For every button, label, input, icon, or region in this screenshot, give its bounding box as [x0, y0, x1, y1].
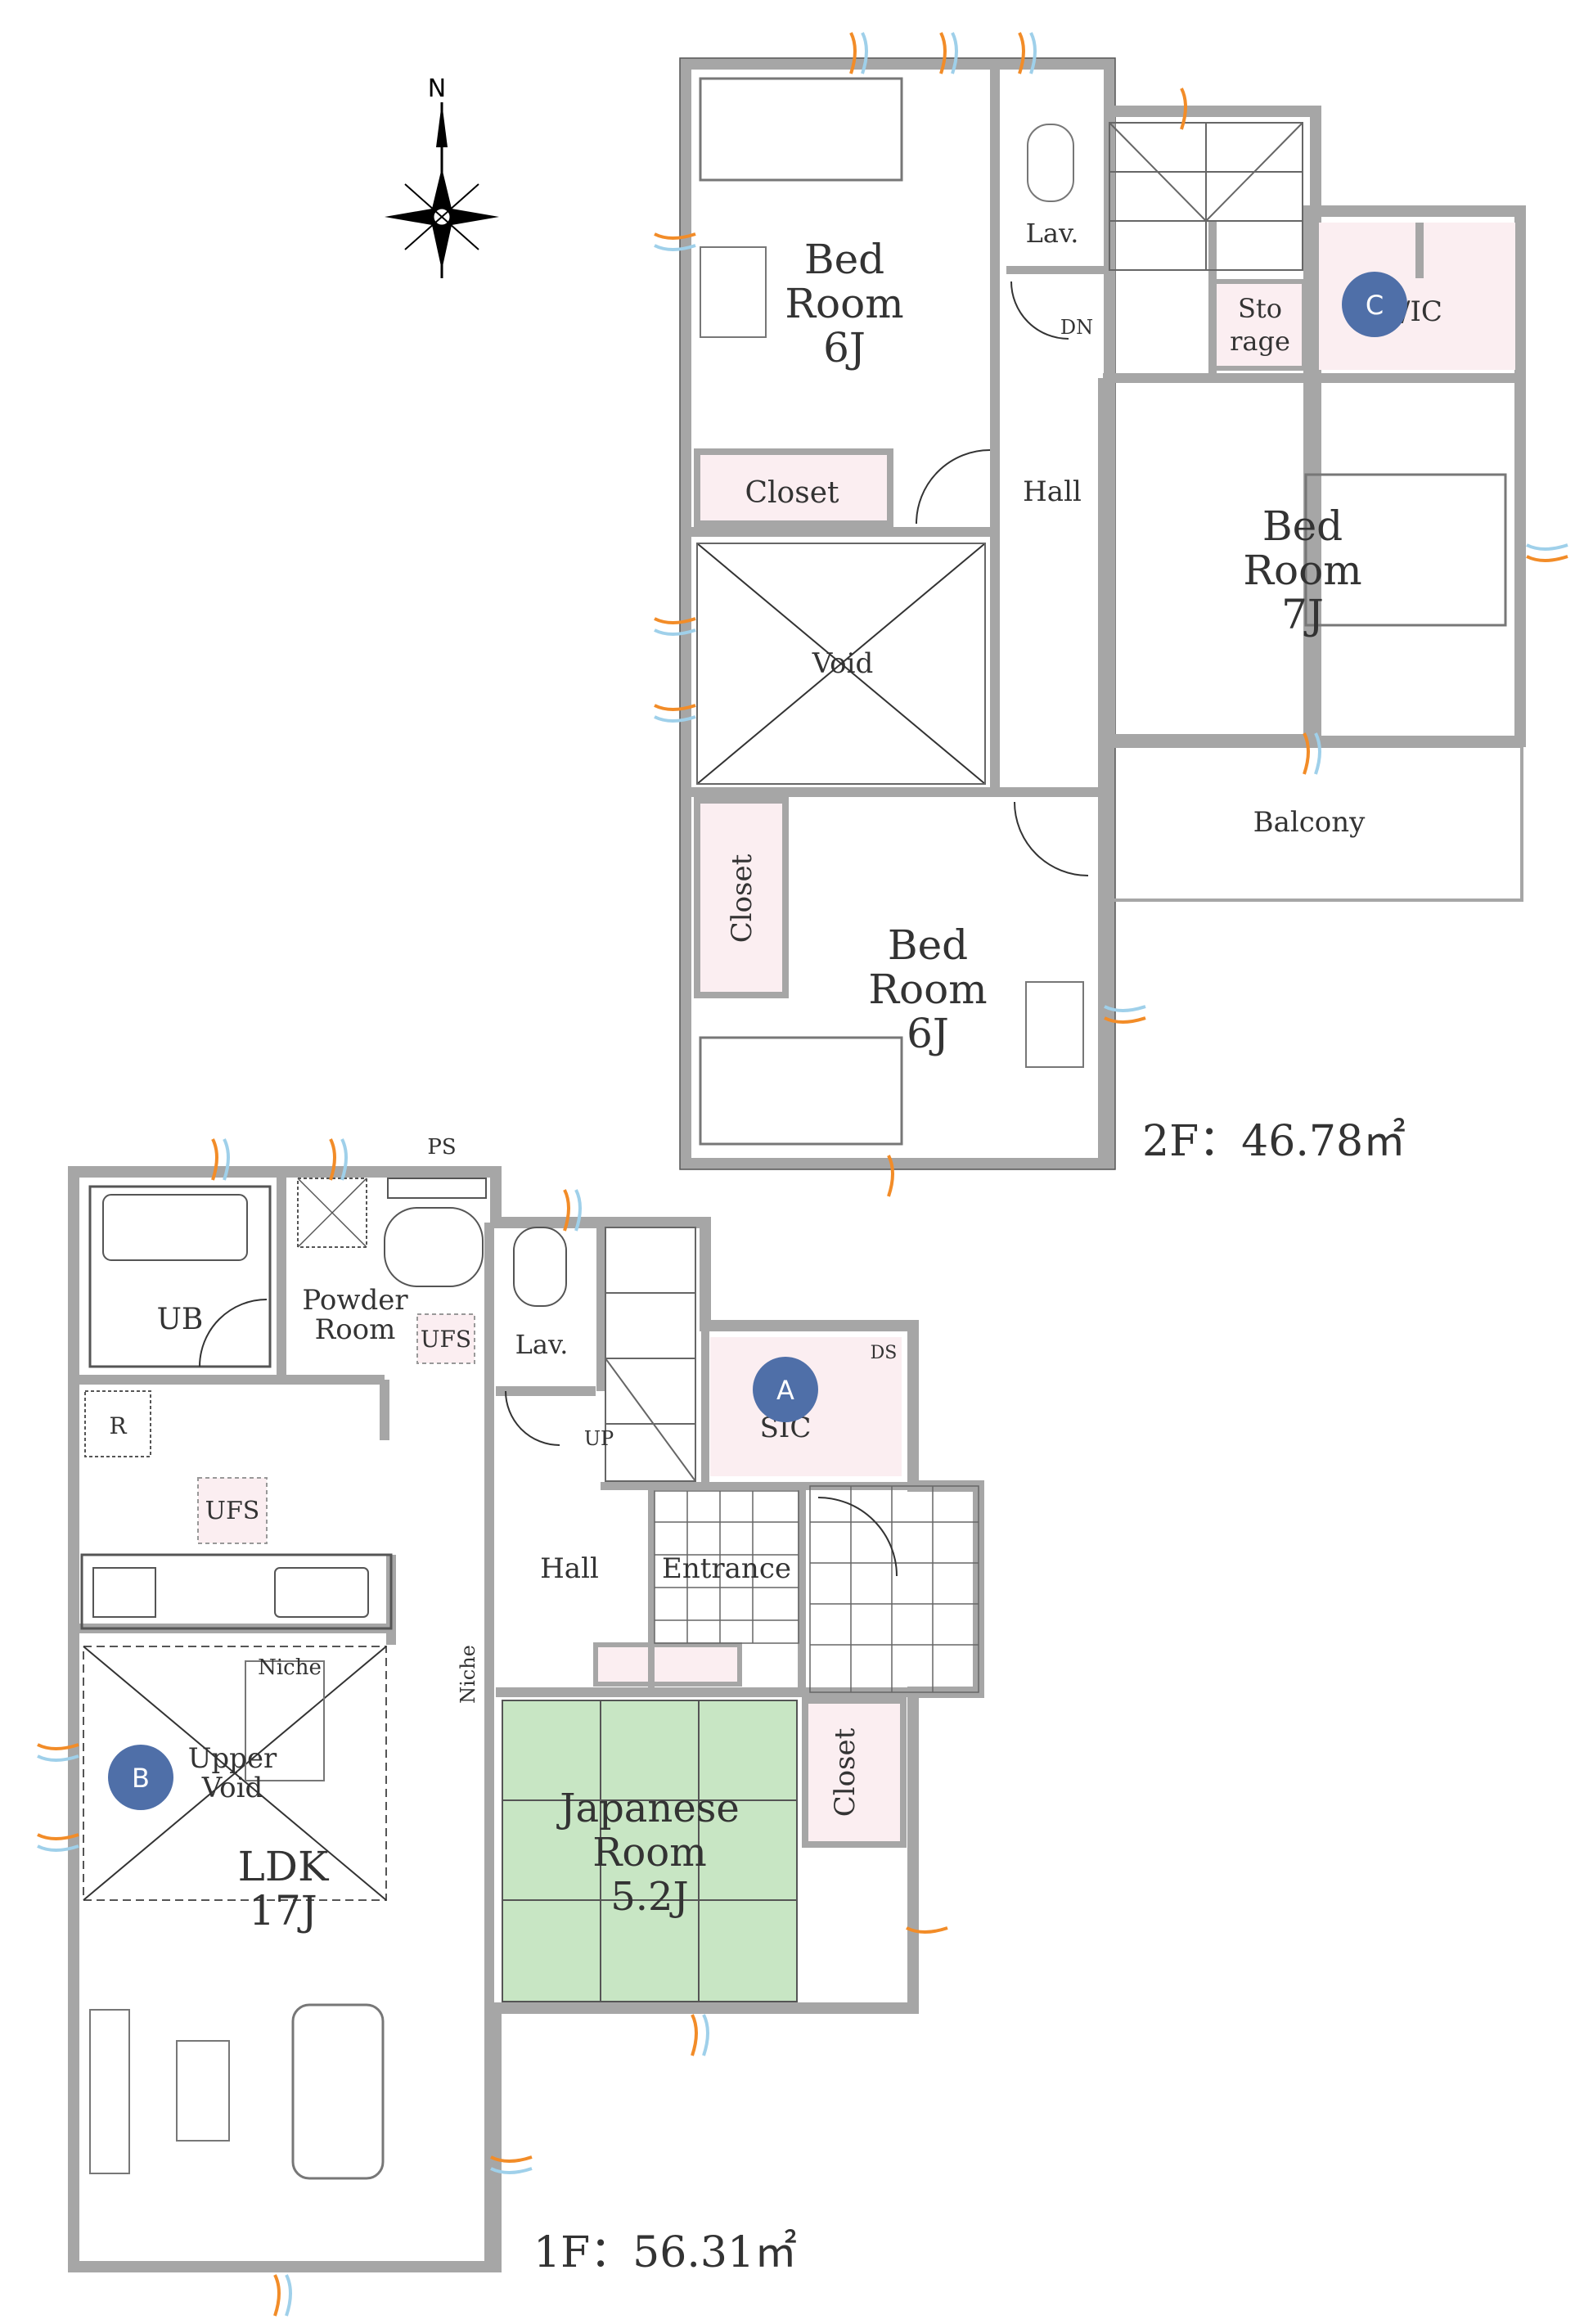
bed-2f-nw-line3: 6J: [823, 324, 866, 372]
bathtub: [88, 1185, 272, 1368]
ds-label: DS: [871, 1343, 898, 1363]
ufs-kitchen-label: UFS: [205, 1497, 260, 1525]
compass: N: [385, 74, 499, 278]
niche-top-label: Niche: [258, 1655, 322, 1680]
desk-2f-sw: [1025, 981, 1084, 1068]
ub-label: UB: [157, 1303, 204, 1336]
sink-powder: [384, 1207, 484, 1287]
lav-2f-label: Lav.: [1026, 218, 1079, 249]
closet-1f: [802, 1697, 907, 1848]
stove-icon: [92, 1567, 156, 1618]
upper-void-line1: Upper: [188, 1742, 277, 1775]
ps-box: [387, 1178, 487, 1199]
balcony-label: Balcony: [1253, 806, 1366, 839]
ufs-kitchen-box: [197, 1477, 268, 1544]
marker-c-label: C: [1366, 290, 1384, 321]
first-floor: PS UB Powder Room UFS Lav. DS SIC R UP U…: [68, 1135, 984, 2277]
closet-2f-sw-label: Closet: [726, 853, 758, 943]
kitchen-counter: [80, 1553, 393, 1630]
stairs-1f: [605, 1227, 696, 1482]
bed-2f-east-furniture: [1304, 473, 1507, 627]
marker-c[interactable]: C: [1342, 272, 1407, 337]
bed-2f-nw-furniture: [699, 77, 903, 182]
niche-side-label: Niche: [457, 1645, 479, 1704]
hall-2f-label: Hall: [1023, 475, 1082, 508]
ldk-line1: LDK: [238, 1843, 330, 1890]
void-label: Void: [812, 647, 874, 680]
storage-label-line2: rage: [1230, 326, 1290, 357]
coffee-table: [176, 2040, 230, 2142]
up-label: UP: [584, 1427, 614, 1450]
lav-1f-label: Lav.: [515, 1329, 569, 1360]
entrance-step: [593, 1642, 742, 1687]
bed-2f-sw-line1: Bed: [888, 921, 968, 969]
ps-label: PS: [427, 1135, 456, 1160]
bed-2f-east-line1: Bed: [1262, 502, 1343, 550]
closet-1f-label: Closet: [829, 1727, 862, 1817]
second-floor: Bed Room 6J Closet Lav. DN Sto rage W/IC…: [679, 57, 1526, 1170]
upper-void-line2: Void: [201, 1772, 263, 1804]
ufs-powder-label: UFS: [421, 1326, 471, 1353]
marker-b[interactable]: B: [108, 1745, 173, 1810]
bed-2f-sw-line3: 6J: [907, 1010, 949, 1057]
japanese-line1: Japanese: [556, 1786, 740, 1831]
powder-line2: Room: [315, 1313, 396, 1346]
bed-2f-nw-line1: Bed: [804, 236, 884, 283]
bed-2f-sw-furniture: [699, 1036, 903, 1146]
ldk-line2: 17J: [249, 1887, 317, 1934]
sofa: [291, 2003, 385, 2180]
hall-1f-label: Hall: [540, 1552, 599, 1585]
window-light-icons: [37, 32, 1568, 2317]
marker-a[interactable]: A: [753, 1357, 818, 1422]
balcony-area: [1108, 745, 1523, 902]
north-label: N: [428, 74, 446, 103]
bed-2f-nw-line2: Room: [785, 280, 903, 327]
bed-2f-east-line3: 7J: [1281, 591, 1324, 638]
desk-2f-nw: [700, 246, 767, 338]
marker-b-label: B: [132, 1763, 150, 1794]
entrance-label: Entrance: [662, 1552, 791, 1585]
dining-table: [245, 1660, 325, 1781]
japanese-room-tatami: [502, 1700, 798, 2002]
ufs-powder-box: [416, 1313, 475, 1364]
bed-2f-sw-line2: Room: [868, 966, 987, 1013]
marker-a-label: A: [776, 1375, 794, 1406]
storage-label-line1: Sto: [1238, 293, 1282, 324]
japanese-line2: Room: [592, 1830, 706, 1876]
dn-label: DN: [1060, 316, 1093, 339]
closet-2f-nw: [694, 448, 893, 527]
bed-2f-east-line2: Room: [1243, 547, 1361, 594]
area-2f-label: 2F：46.78㎡: [1142, 1117, 1406, 1166]
closet-2f-nw-label: Closet: [745, 476, 840, 510]
japanese-line3: 5.2J: [610, 1874, 689, 1920]
stairs-2f: [1109, 122, 1303, 271]
closet-2f-sw: [694, 797, 789, 998]
powder-line1: Powder: [302, 1284, 408, 1317]
r-label: R: [109, 1412, 127, 1439]
toilet-1f: [513, 1227, 567, 1307]
fridge-box: [84, 1390, 151, 1457]
tv-stand: [89, 2009, 130, 2174]
area-1f-label: 1F：56.31㎡: [533, 2228, 797, 2277]
kitchen-sink: [274, 1567, 369, 1618]
toilet-2f: [1027, 124, 1074, 202]
